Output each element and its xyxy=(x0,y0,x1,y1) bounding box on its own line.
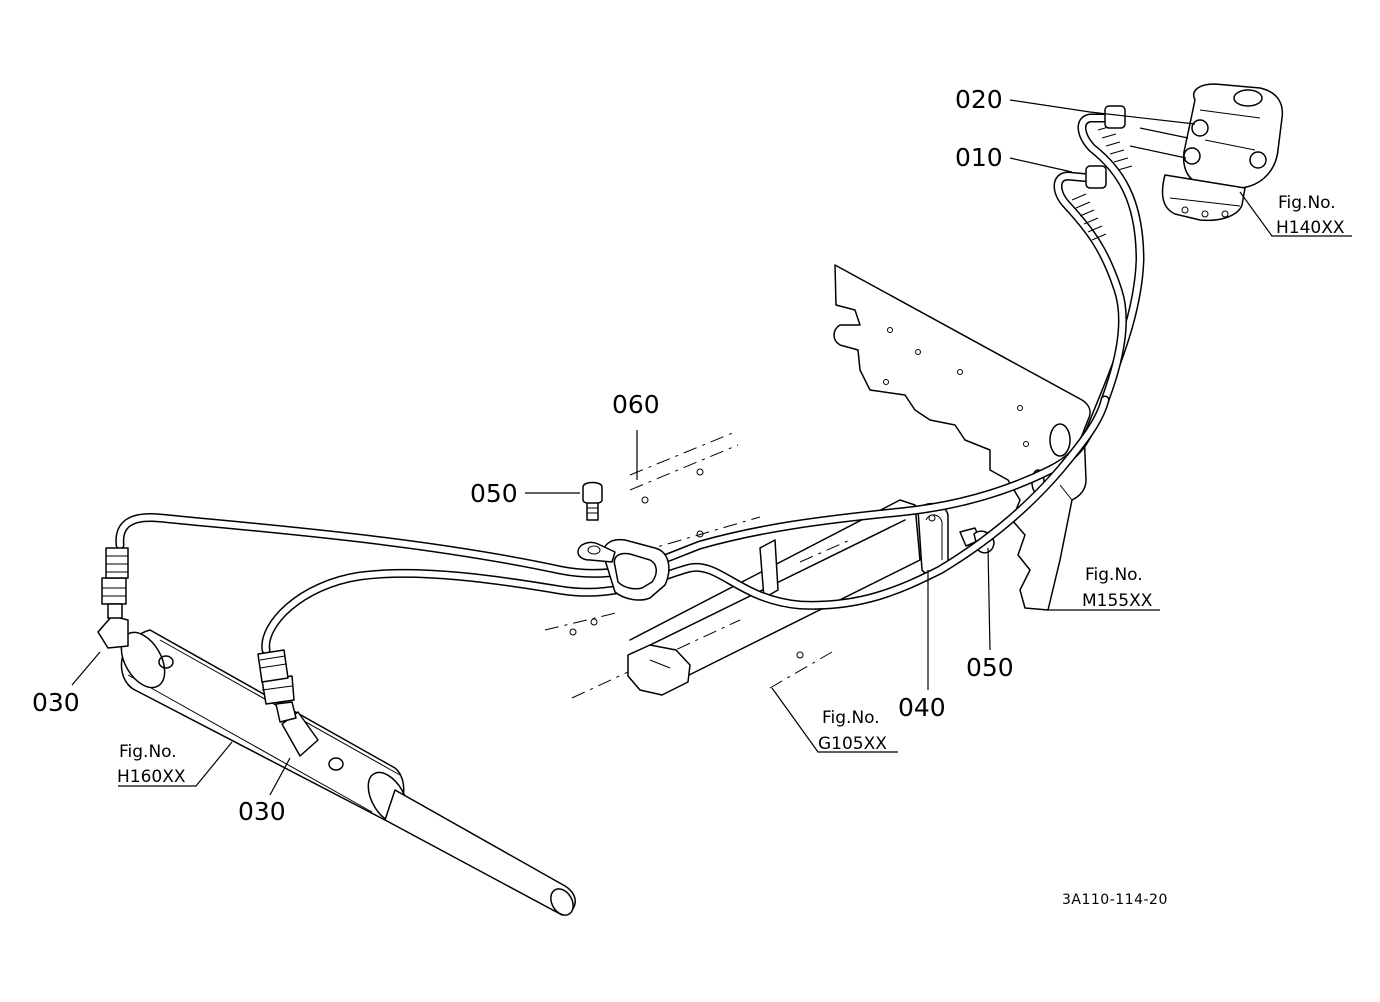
callout-050-right: 050 xyxy=(966,653,1014,682)
callout-040: 040 xyxy=(898,693,946,722)
figref-h140-label: Fig.No. xyxy=(1278,193,1336,213)
figref-h160-label: Fig.No. xyxy=(119,742,177,762)
figref-m155-code: M155XX xyxy=(1082,591,1153,611)
elbow-fitting-030-left xyxy=(97,547,129,649)
figref-m155-label: Fig.No. xyxy=(1085,565,1143,585)
figref-h140-code: H140XX xyxy=(1276,218,1345,238)
hose-010 xyxy=(1053,165,1127,405)
hose-main-2 xyxy=(261,395,1110,655)
drawing-number: 3A110-114-20 xyxy=(1062,892,1168,908)
callout-030-bottom: 030 xyxy=(238,797,286,826)
figref-g105-label: Fig.No. xyxy=(822,708,880,728)
figref-h160-code: H160XX xyxy=(117,767,186,787)
elbow-fitting-030-bottom xyxy=(257,649,319,757)
bolt-050-top xyxy=(582,481,603,521)
callout-060: 060 xyxy=(612,390,660,419)
leader-lines xyxy=(71,99,1352,796)
callout-020: 020 xyxy=(955,85,1003,114)
figref-g105-code: G105XX xyxy=(818,734,887,754)
steering-unit xyxy=(1161,83,1284,222)
frame-rail xyxy=(544,431,921,699)
callout-050-top: 050 xyxy=(470,479,518,508)
grommet-060 xyxy=(577,538,670,601)
callout-010: 010 xyxy=(955,143,1003,172)
hydraulic-cylinder xyxy=(120,629,576,916)
callout-030-left: 030 xyxy=(32,688,80,717)
hose-main-1 xyxy=(115,425,1095,578)
